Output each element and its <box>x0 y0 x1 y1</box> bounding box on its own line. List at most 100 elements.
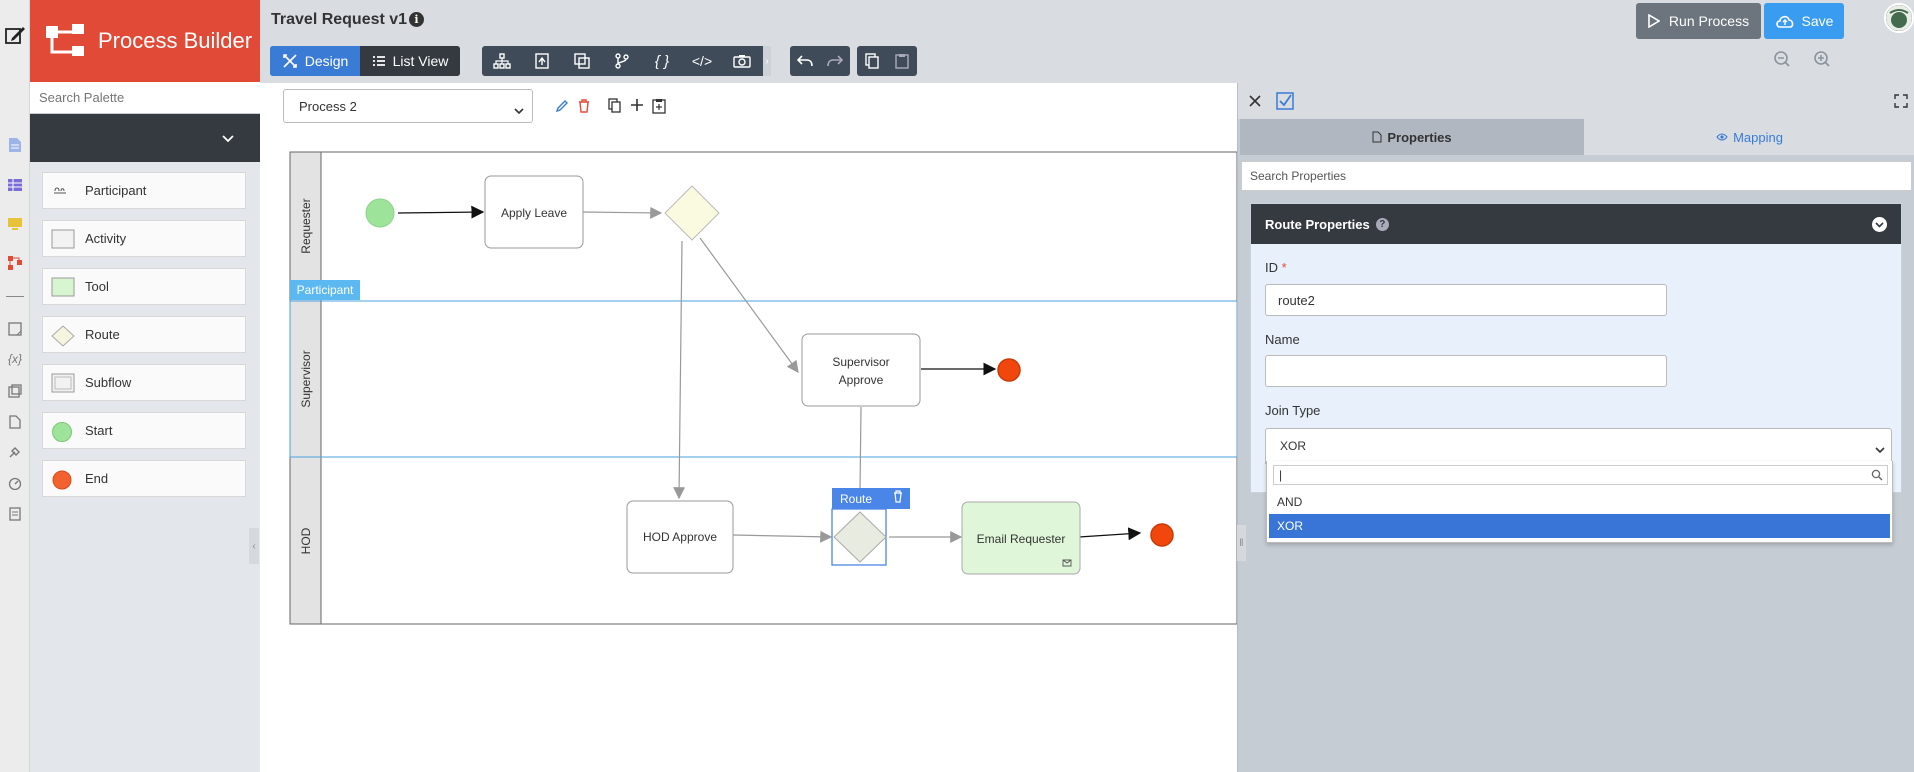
route-gateway[interactable] <box>664 185 720 241</box>
branch-icon[interactable] <box>602 46 642 76</box>
section-header[interactable]: Route Properties ? <box>1251 204 1901 244</box>
panel-topbar <box>1238 83 1914 119</box>
design-view-button[interactable]: Design <box>270 46 360 76</box>
copy-process-icon[interactable] <box>608 98 622 117</box>
table-icon[interactable] <box>7 177 23 193</box>
end-icon <box>51 469 73 494</box>
plug-icon[interactable] <box>7 444 23 460</box>
dashboard-icon[interactable] <box>7 475 23 491</box>
search-properties-input[interactable]: Search Properties <box>1241 161 1912 191</box>
palette-item-end[interactable]: End <box>42 460 246 497</box>
join-type-dropdown: | AND XOR <box>1266 461 1893 543</box>
zoom-out-icon[interactable] <box>1773 50 1791 71</box>
name-field[interactable] <box>1265 355 1667 387</box>
connector[interactable] <box>732 530 833 543</box>
code-icon[interactable]: </> <box>691 53 713 69</box>
fullscreen-icon[interactable] <box>1894 94 1908 111</box>
align-icon[interactable] <box>522 46 562 76</box>
end-event[interactable] <box>997 358 1021 382</box>
info-icon[interactable]: i <box>409 12 424 27</box>
route-gateway-selected[interactable] <box>833 511 887 563</box>
dropdown-option-xor[interactable]: XOR <box>1269 514 1890 538</box>
braces-icon[interactable]: { } <box>654 52 670 70</box>
route-properties-section: Route Properties ? ID * route2 Name Join… <box>1250 203 1902 493</box>
apply-checkbox-icon[interactable] <box>1276 92 1294 113</box>
process-builder-logo-icon <box>44 22 88 60</box>
activity-hod-approve[interactable] <box>626 500 734 574</box>
activity-supervisor-approve[interactable] <box>801 333 921 407</box>
save-button[interactable]: Save <box>1764 3 1844 39</box>
connector[interactable] <box>699 237 799 373</box>
search-palette-input[interactable] <box>30 82 260 114</box>
paste-icon[interactable] <box>887 46 917 76</box>
hierarchy-icon[interactable] <box>482 46 522 76</box>
activity-apply-leave[interactable] <box>484 175 584 249</box>
tab-mapping-label: Mapping <box>1733 129 1783 145</box>
add-process-icon[interactable] <box>630 98 644 115</box>
palette-item-route[interactable]: Route <box>42 316 246 353</box>
palette-item-participant[interactable]: Participant <box>42 172 246 209</box>
toolbar-expand-handle[interactable]: › <box>763 46 771 76</box>
close-icon[interactable] <box>1248 94 1262 111</box>
note-icon[interactable] <box>7 321 23 337</box>
connector[interactable] <box>1078 527 1142 541</box>
process-icon[interactable] <box>7 255 23 271</box>
palette-item-label: Subflow <box>85 375 132 390</box>
tool-email-requester[interactable] <box>961 501 1081 575</box>
tool-icon <box>51 277 77 300</box>
copy-icon[interactable] <box>857 46 887 76</box>
process-select[interactable]: Process 2 <box>283 89 533 123</box>
tab-properties[interactable]: Properties <box>1240 119 1584 155</box>
tab-mapping[interactable]: Mapping <box>1584 119 1914 155</box>
collapse-palette-handle[interactable]: ‹ <box>249 528 259 564</box>
document-icon[interactable] <box>7 137 23 153</box>
help-icon[interactable]: ? <box>1375 217 1389 231</box>
palette-item-start[interactable]: Start <box>42 412 246 449</box>
collapse-section-icon[interactable] <box>1872 217 1887 232</box>
redo-icon[interactable] <box>820 46 850 76</box>
variable-icon[interactable]: {x} <box>7 352 22 366</box>
edit-process-icon[interactable] <box>554 98 570 117</box>
save-label: Save <box>1801 13 1834 29</box>
undo-icon[interactable] <box>790 46 820 76</box>
delete-process-icon[interactable] <box>577 98 591 117</box>
paste-process-icon[interactable] <box>652 98 666 117</box>
connector[interactable] <box>673 240 686 500</box>
camera-icon[interactable] <box>722 46 762 76</box>
participant-tag[interactable] <box>290 280 360 300</box>
route-tag[interactable] <box>832 488 910 509</box>
list-view-button[interactable]: List View <box>360 46 460 76</box>
id-field[interactable]: route2 <box>1265 284 1667 316</box>
run-process-button[interactable]: Run Process <box>1636 3 1761 39</box>
dropdown-search-input[interactable]: | <box>1273 465 1888 485</box>
join-type-select[interactable]: XOR <box>1265 428 1892 464</box>
start-event[interactable] <box>365 198 395 228</box>
name-label: Name <box>1265 332 1300 347</box>
file-icon[interactable] <box>7 414 23 430</box>
connector[interactable] <box>582 206 663 219</box>
dropdown-option-and[interactable]: AND <box>1277 495 1303 509</box>
image-export-icon[interactable] <box>562 46 602 76</box>
route-delete-icon[interactable] <box>894 490 902 503</box>
process-diagram: Requester Supervisor HOD Participant App… <box>289 151 1237 625</box>
monitor-icon[interactable] <box>7 216 23 232</box>
palette-item-subflow[interactable]: Subflow <box>42 364 246 401</box>
edit-icon[interactable] <box>4 24 26 46</box>
palette-category-dropdown[interactable] <box>30 114 260 162</box>
end-event[interactable] <box>1150 523 1174 547</box>
panel-resize-handle[interactable]: ‖ <box>1237 525 1246 561</box>
diagram-tools-group: { } </> <box>482 46 770 76</box>
report-icon[interactable] <box>7 506 23 522</box>
connector[interactable] <box>397 205 485 219</box>
text-cursor: | <box>1279 468 1283 482</box>
design-tools-icon <box>282 54 297 68</box>
images-icon[interactable] <box>7 383 23 399</box>
connector[interactable] <box>859 406 862 493</box>
tool-email-requester-label: Email Requester <box>977 532 1066 546</box>
palette-item-activity[interactable]: Activity <box>42 220 246 257</box>
diagram-canvas[interactable]: Process 2 Requester Supervisor HOD Parti… <box>260 83 1237 772</box>
chevron-down-icon <box>222 131 234 146</box>
zoom-in-icon[interactable] <box>1813 50 1831 71</box>
avatar[interactable] <box>1884 3 1914 33</box>
palette-item-tool[interactable]: Tool <box>42 268 246 305</box>
